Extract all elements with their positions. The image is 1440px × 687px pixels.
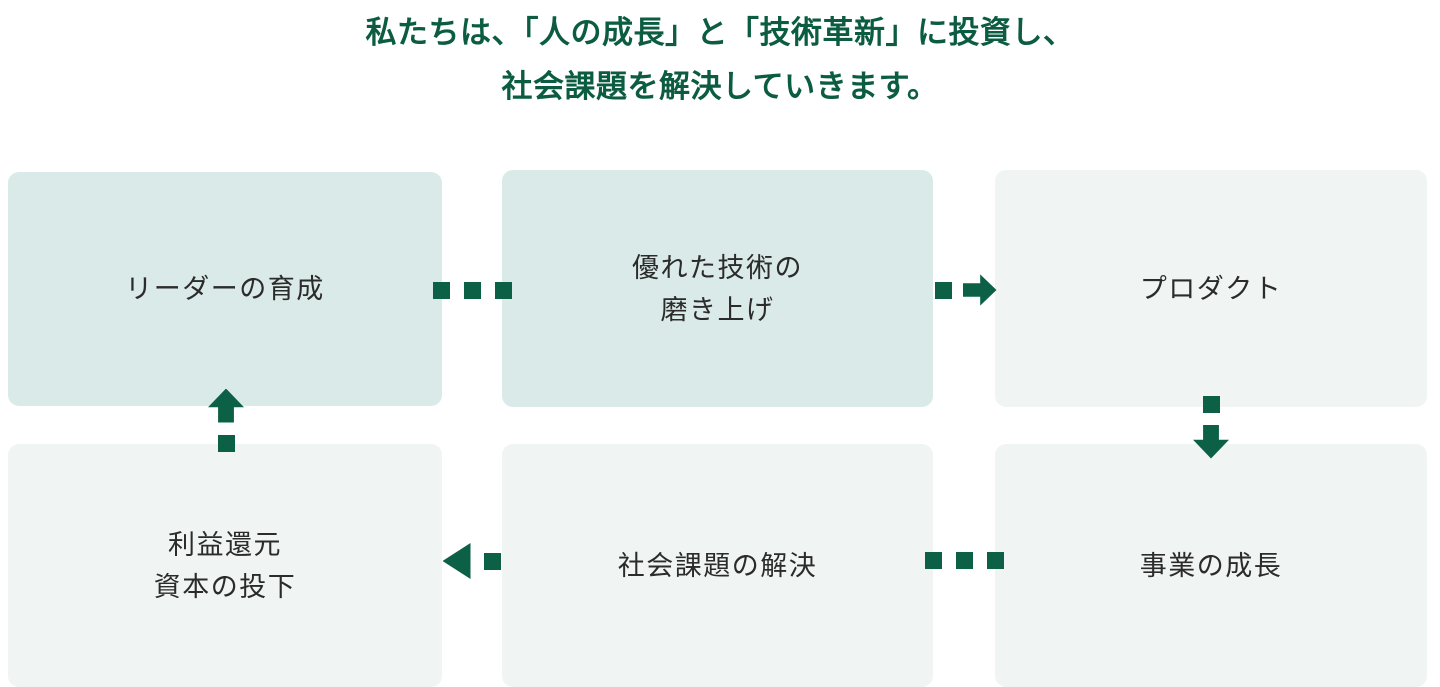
page-title-line-2: 社会課題を解決していきます。 — [501, 69, 939, 104]
dot-square-icon — [463, 281, 481, 299]
page-title-line-1: 私たちは、「人の成長」と「技術革新」に投資し、 — [365, 15, 1075, 50]
dot-square-icon — [217, 434, 235, 452]
dot-square-icon — [924, 551, 942, 569]
dot-square-icon — [494, 281, 512, 299]
diagram-box-label: 事業の成長 — [1139, 550, 1283, 581]
diagram-box-product: プロダクト — [995, 170, 1427, 407]
connector-leader-to-technology — [432, 270, 512, 310]
diagram-box-label: 優れた技術の 磨き上げ — [632, 252, 803, 325]
diagram-box-label: プロダクト — [1139, 273, 1283, 304]
dot-square-icon — [432, 281, 450, 299]
diagram-box-label: 社会課題の解決 — [617, 550, 818, 581]
connector-product-to-growth — [1175, 395, 1247, 459]
arrow-up-icon — [208, 388, 244, 423]
arrow-down-icon — [1193, 424, 1229, 459]
diagram-box-label: 利益還元 資本の投下 — [153, 529, 297, 602]
dot-square-icon — [1202, 395, 1220, 413]
connector-social-to-profit — [442, 540, 502, 582]
diagram-box-leader-development: リーダーの育成 — [8, 172, 442, 406]
dot-square-icon — [483, 552, 501, 570]
diagram-box-social-issue-solving: 社会課題の解決 — [502, 444, 933, 687]
dot-square-icon — [986, 551, 1004, 569]
connector-technology-to-product — [933, 270, 997, 310]
arrow-right-icon — [962, 274, 997, 306]
dot-square-icon — [934, 281, 952, 299]
diagram-box-profit-return: 利益還元 資本の投下 — [8, 444, 442, 687]
diagram-box-label: リーダーの育成 — [125, 274, 325, 304]
arrow-left-icon — [442, 543, 471, 579]
connector-growth-to-social — [924, 540, 1004, 580]
page-title: 私たちは、「人の成長」と「技術革新」に投資し、 社会課題を解決していきます。 — [0, 6, 1440, 114]
dot-square-icon — [955, 551, 973, 569]
connector-profit-to-leader — [190, 388, 262, 454]
diagram-box-technology-refinement: 優れた技術の 磨き上げ — [502, 170, 933, 407]
diagram-box-business-growth: 事業の成長 — [995, 444, 1427, 687]
